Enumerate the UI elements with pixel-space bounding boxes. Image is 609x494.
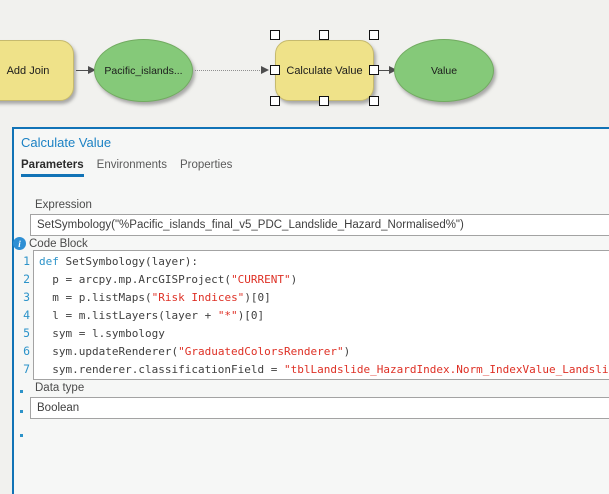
connector-line bbox=[76, 70, 90, 71]
code-line: sym.updateRenderer("GraduatedColorsRende… bbox=[39, 345, 351, 358]
code-line: def SetSymbology(layer): bbox=[39, 255, 198, 268]
selection-handle-mid-left[interactable] bbox=[270, 65, 280, 75]
tab-parameters[interactable]: Parameters bbox=[21, 159, 84, 177]
code-line-number: 3 bbox=[23, 290, 30, 304]
data-type-value: Boolean bbox=[37, 402, 80, 414]
expression-value: SetSymbology("%Pacific_islands_final_v5_… bbox=[37, 219, 464, 231]
model-node-label: Add Join bbox=[6, 64, 50, 77]
selection-handle-top-right[interactable] bbox=[369, 30, 379, 40]
code-line: sym = l.symbology bbox=[39, 327, 165, 340]
model-node-value[interactable]: Value bbox=[394, 39, 494, 102]
selection-handle-bottom-center[interactable] bbox=[319, 96, 329, 106]
code-block-label: Code Block bbox=[29, 238, 88, 250]
model-node-add-join[interactable]: Add Join bbox=[0, 40, 74, 101]
model-node-label: Calculate Value bbox=[286, 64, 363, 77]
modelbuilder-canvas[interactable]: Add Join Pacific_islands... Calculate Va… bbox=[0, 0, 609, 127]
code-line-number: 1 bbox=[23, 254, 30, 268]
code-line-numbers: 1 2 3 4 5 6 7 bbox=[14, 250, 30, 378]
calculate-value-dialog: Calculate Value Parameters Environments … bbox=[12, 127, 609, 494]
code-block-editor[interactable]: def SetSymbology(layer): p = arcpy.mp.Ar… bbox=[33, 250, 609, 380]
code-line: p = arcpy.mp.ArcGISProject("CURRENT") bbox=[39, 273, 298, 286]
code-line-number: 6 bbox=[23, 344, 30, 358]
tab-environments[interactable]: Environments bbox=[96, 159, 167, 171]
code-line: sym.renderer.classificationField = "tblL… bbox=[39, 363, 609, 376]
data-type-label: Data type bbox=[35, 382, 85, 394]
info-icon[interactable]: i bbox=[13, 237, 26, 250]
selection-handle-top-left[interactable] bbox=[270, 30, 280, 40]
dialog-tabs: Parameters Environments Properties bbox=[21, 159, 232, 177]
gutter-dot bbox=[20, 434, 23, 437]
connector-arrowhead-icon bbox=[88, 65, 96, 74]
code-line-number: 5 bbox=[23, 326, 30, 340]
connector-line bbox=[379, 70, 391, 71]
selection-handle-mid-right[interactable] bbox=[369, 65, 379, 75]
data-type-input[interactable]: Boolean bbox=[30, 397, 609, 419]
code-line-number: 4 bbox=[23, 308, 30, 322]
selection-handle-bottom-right[interactable] bbox=[369, 96, 379, 106]
connector-dotted-line bbox=[195, 70, 262, 71]
connector-arrowhead-icon bbox=[389, 65, 397, 74]
code-line: m = p.listMaps("Risk Indices")[0] bbox=[39, 291, 271, 304]
model-node-pacific-islands[interactable]: Pacific_islands... bbox=[94, 39, 193, 102]
dialog-title: Calculate Value bbox=[21, 135, 112, 150]
code-line: l = m.listLayers(layer + "*")[0] bbox=[39, 309, 265, 322]
expression-input[interactable]: SetSymbology("%Pacific_islands_final_v5_… bbox=[30, 214, 609, 236]
code-line-number: 2 bbox=[23, 272, 30, 286]
expression-label: Expression bbox=[35, 199, 92, 211]
model-node-label: Value bbox=[430, 64, 458, 77]
model-node-calculate-value[interactable]: Calculate Value bbox=[275, 40, 374, 101]
code-line-number: 7 bbox=[23, 362, 30, 376]
gutter-dot bbox=[20, 390, 23, 393]
selection-handle-bottom-left[interactable] bbox=[270, 96, 280, 106]
gutter-dot bbox=[20, 410, 23, 413]
selection-handle-top-center[interactable] bbox=[319, 30, 329, 40]
tab-properties[interactable]: Properties bbox=[179, 159, 233, 171]
model-node-label: Pacific_islands... bbox=[104, 64, 183, 77]
connector-arrowhead-icon bbox=[261, 65, 269, 74]
